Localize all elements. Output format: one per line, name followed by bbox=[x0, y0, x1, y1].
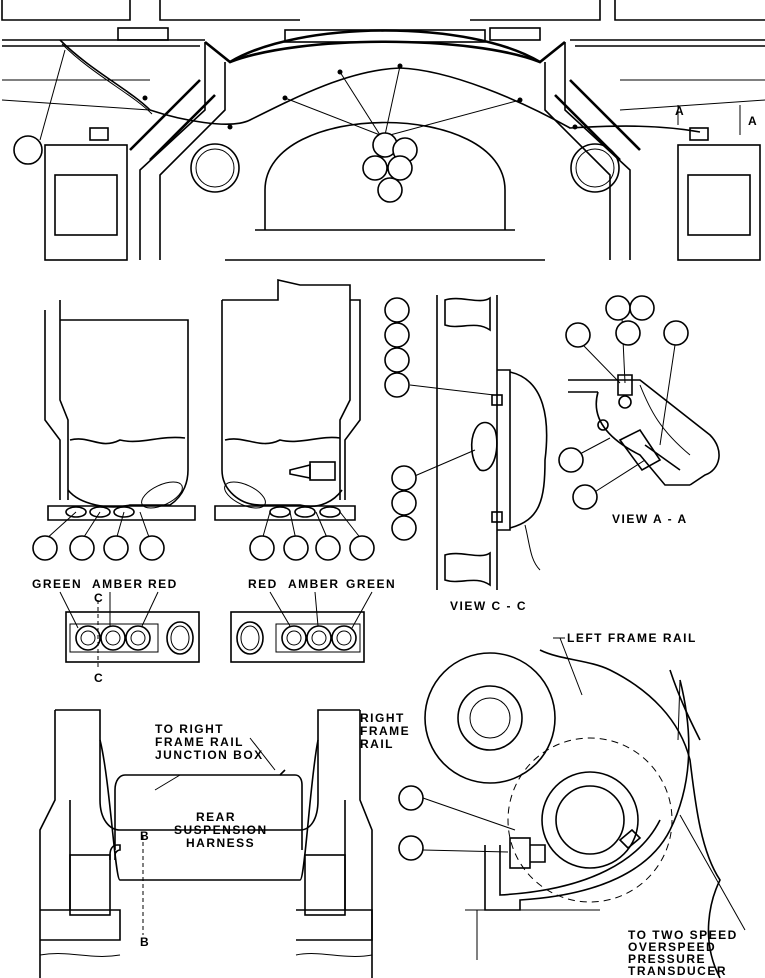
rear-label-2: SUSPENSION bbox=[174, 823, 268, 837]
callout-balloon bbox=[391, 465, 417, 491]
two-speed-label-3: PRESSURE bbox=[628, 952, 706, 966]
callout-balloon bbox=[13, 135, 43, 165]
section-b-bottom: B bbox=[140, 935, 150, 949]
callout-balloon bbox=[398, 835, 424, 861]
rear-label-1: REAR bbox=[196, 810, 236, 824]
view-c-c: VIEW C - C bbox=[384, 295, 548, 613]
to-right-label-1: TO RIGHT bbox=[155, 722, 224, 736]
callout-balloon bbox=[362, 155, 388, 181]
callout-balloon bbox=[387, 155, 413, 181]
view-a-a-label: VIEW A - A bbox=[612, 512, 688, 526]
rear-label-3: HARNESS bbox=[186, 836, 255, 850]
left-tail-light-assembly bbox=[32, 300, 196, 561]
callout-balloon bbox=[565, 322, 591, 348]
callout-balloon bbox=[349, 535, 375, 561]
callout-balloon bbox=[139, 535, 165, 561]
callout-balloon bbox=[249, 535, 275, 561]
callout-balloon bbox=[384, 322, 410, 348]
label-red-left: RED bbox=[148, 577, 178, 591]
callout-balloon bbox=[663, 320, 689, 346]
callout-balloon bbox=[384, 297, 410, 323]
section-c-top: C bbox=[94, 591, 104, 605]
callout-balloon bbox=[615, 320, 641, 346]
top-frame-assembly: A A bbox=[1, 0, 765, 261]
label-amber-left: AMBER bbox=[92, 577, 144, 591]
differential-assembly: LEFT FRAME RAIL TO TWO SPEED OVERSPEED P… bbox=[398, 631, 746, 978]
callout-balloon bbox=[572, 484, 598, 510]
section-a-top: A bbox=[675, 104, 685, 118]
view-c-c-label: VIEW C - C bbox=[450, 599, 527, 613]
to-right-label-2: FRAME RAIL bbox=[155, 735, 244, 749]
callout-balloon bbox=[32, 535, 58, 561]
callout-balloon bbox=[629, 295, 655, 321]
section-b-top: B bbox=[140, 829, 150, 843]
callout-balloon bbox=[103, 535, 129, 561]
label-green-left: GREEN bbox=[32, 577, 82, 591]
right-lamp-panel: RED AMBER GREEN bbox=[230, 577, 396, 663]
callout-balloon bbox=[283, 535, 309, 561]
callout-balloon bbox=[315, 535, 341, 561]
two-speed-label-4: TRANSDUCER bbox=[628, 964, 727, 978]
two-speed-label-2: OVERSPEED bbox=[628, 940, 716, 954]
section-a-side: A bbox=[748, 114, 758, 128]
callout-balloon bbox=[558, 447, 584, 473]
view-a-a: VIEW A - A bbox=[558, 295, 720, 526]
right-frame-label-3: RAIL bbox=[360, 737, 394, 751]
two-speed-label-1: TO TWO SPEED bbox=[628, 928, 738, 942]
label-green-right: GREEN bbox=[346, 577, 396, 591]
right-frame-label-1: RIGHT bbox=[360, 711, 405, 725]
callout-balloon bbox=[391, 515, 417, 541]
label-red-right: RED bbox=[248, 577, 278, 591]
callout-balloon bbox=[384, 347, 410, 373]
section-c-bottom: C bbox=[94, 671, 104, 685]
callout-balloon bbox=[384, 372, 410, 398]
callout-balloon bbox=[398, 785, 424, 811]
callout-balloon bbox=[605, 295, 631, 321]
label-amber-right: AMBER bbox=[288, 577, 340, 591]
right-tail-light-assembly bbox=[214, 278, 375, 561]
callout-balloon bbox=[377, 177, 403, 203]
callout-balloon bbox=[69, 535, 95, 561]
left-frame-rail-label: LEFT FRAME RAIL bbox=[567, 631, 697, 645]
rear-suspension-assembly: TO RIGHT FRAME RAIL JUNCTION BOX RIGHT F… bbox=[39, 709, 410, 978]
left-lamp-panel: GREEN AMBER RED C C bbox=[32, 577, 200, 685]
to-right-label-3: JUNCTION BOX bbox=[155, 748, 264, 762]
right-frame-label-2: FRAME bbox=[360, 724, 410, 738]
callout-balloon bbox=[391, 490, 417, 516]
